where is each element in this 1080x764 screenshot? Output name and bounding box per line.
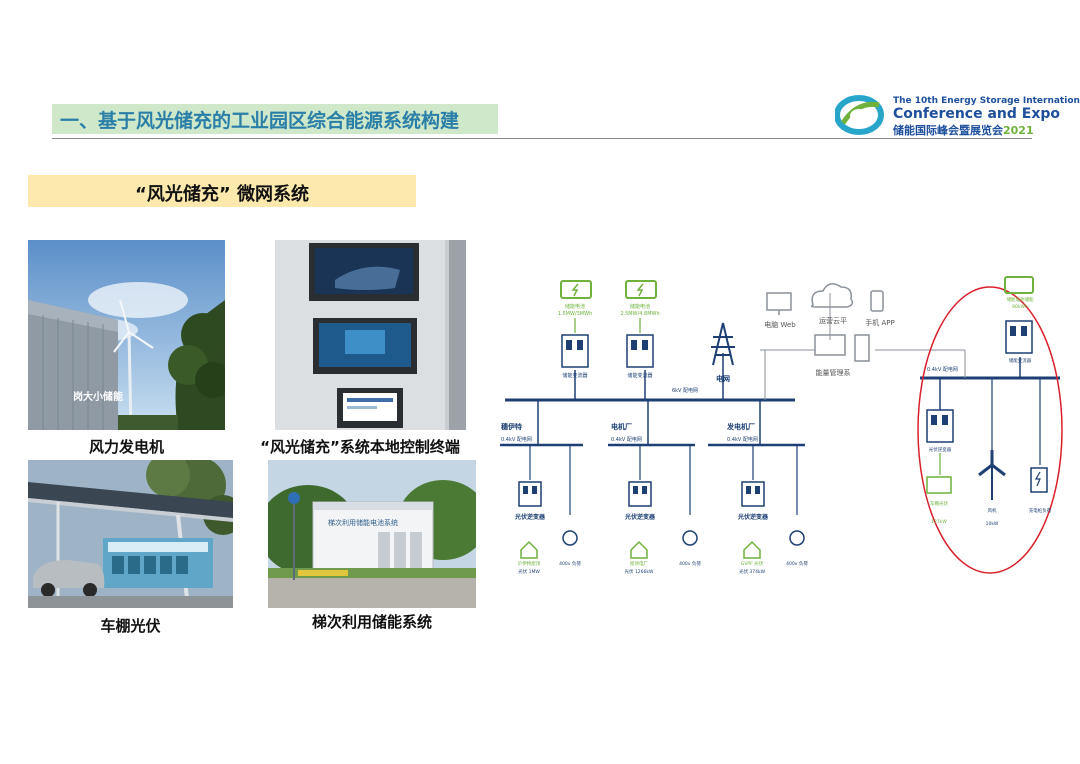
subtitle-bar [28,175,416,207]
caption-carport-pv: 车棚光伏 [100,617,161,635]
svg-text:400v 负荷: 400v 负荷 [786,560,808,567]
control-terminal-photo [275,240,466,430]
svg-text:0.4kV 配电网: 0.4kV 配电网 [501,436,532,443]
cloud-label: 运营云平 [819,316,847,325]
svg-text:光伏 1266kW: 光伏 1266kW [625,568,654,575]
web-label: 电脑 Web [764,320,796,329]
svg-text:光伏 1MW: 光伏 1MW [518,568,540,575]
logo-year: 2021 [1003,124,1034,137]
logo-cn-text: 储能国际峰会暨展览会 [893,124,1003,137]
svg-text:储能电池: 储能电池 [630,303,650,310]
svg-text:沪伊特屋顶: 沪伊特屋顶 [518,560,541,567]
plant-3: 发电机厂 0.4kV 配电网 光伏逆变器 GVPF 光伏 光伏 374kW 40… [726,422,808,575]
svg-text:屋顶电厂: 屋顶电厂 [630,560,648,567]
page-title: 一、基于风光储充的工业园区综合能源系统构建 [60,110,460,132]
phone-icon [870,290,884,312]
carport-pv-photo [28,460,233,608]
plant-2: 电机厂 0.4kV 配电网 光伏逆变器 屋顶电厂 光伏 1266kW 400v … [611,422,701,575]
svg-text:车棚光伏: 车棚光伏 [930,500,948,507]
svg-text:光伏逆变器: 光伏逆变器 [737,513,769,521]
charger-icon: 充电桩负荷 [1029,467,1052,514]
svg-text:储能变流器: 储能变流器 [562,372,587,379]
svg-text:127kW: 127kW [931,519,947,525]
logo-line-3: 储能国际峰会暨展览会2021 [893,122,1034,138]
conference-logo-icon [835,95,884,135]
storage-battery-2: 储能电池 2.5MW/4.8MWh 储能变流器 [620,280,660,379]
container-sign: 岗大小储能 [73,390,123,403]
svg-text:储能变流器: 储能变流器 [1009,357,1032,364]
svg-text:穗伊特: 穗伊特 [501,422,522,431]
svg-text:充电桩负荷: 充电桩负荷 [1029,507,1052,514]
svg-text:2.5MW/4.8MWh: 2.5MW/4.8MWh [620,311,659,317]
cloud-icon [810,283,854,308]
caption-wind-turbine: 风力发电机 [88,438,164,456]
svg-text:风机: 风机 [988,507,997,514]
svg-text:400v 负荷: 400v 负荷 [559,560,581,567]
micro-pv-inverter: 光伏逆变器 车棚光伏 127kW [926,409,954,525]
title-bar [52,104,498,134]
caption-cascade-storage: 梯次利用储能系统 [311,613,432,631]
svg-text:光伏逆变器: 光伏逆变器 [514,513,546,521]
svg-text:GVPF 光伏: GVPF 光伏 [741,560,764,567]
grid-tower-icon [711,322,735,366]
micro-wind-turbine-icon: 风机 10kW [978,450,1006,527]
svg-text:光伏 374kW: 光伏 374kW [739,568,766,575]
wind-turbine-photo: 岗大小储能 [28,240,225,430]
svg-text:光伏逆变器: 光伏逆变器 [624,513,656,521]
svg-text:1.5MW/3MWh: 1.5MW/3MWh [558,311,593,317]
grid-label: 电网 [716,374,730,383]
svg-text:0.4kV 配电网: 0.4kV 配电网 [727,436,758,443]
cascade-storage-photo: 梯次利用储能电池系统 [268,460,476,608]
svg-text:储能变流器: 储能变流器 [627,372,652,379]
ems-computer-icon [814,334,870,362]
section-subtitle: “风光储充” 微网系统 [135,184,309,205]
app-label: 手机 APP [865,318,894,327]
ems-label: 能量管理系 [816,368,851,377]
svg-text:储能电池: 储能电池 [565,303,585,310]
svg-text:80kWh: 80kWh [1012,304,1028,310]
svg-text:0.4kV 配电网: 0.4kV 配电网 [611,436,642,443]
svg-text:发电机厂: 发电机厂 [726,422,755,431]
logo-line-1: The 10th Energy Storage International [893,96,1080,106]
computer-icon [766,292,792,315]
storage-battery-1: 储能电池 1.5MW/3MWh 储能变流器 [558,280,593,379]
micro-storage: 储能电池储能 80kWh 储能变流器 [1004,276,1034,364]
main-bus-label: 6kV 配电网 [672,387,698,394]
header-divider [52,138,1032,139]
svg-text:400v 负荷: 400v 负荷 [679,560,701,567]
svg-text:储能电池储能: 储能电池储能 [1007,296,1034,303]
storage-sign: 梯次利用储能电池系统 [328,518,398,527]
plant-1: 穗伊特 0.4kV 配电网 光伏逆变器 沪伊特屋顶 光伏 1MW 400v 负荷 [501,422,581,575]
svg-text:电机厂: 电机厂 [611,422,632,431]
caption-control-terminal: “风光储充”系统本地控制终端 [260,438,460,456]
svg-text:10kW: 10kW [986,521,999,527]
logo-line-2: Conference and Expo [893,106,1061,122]
microgrid-highlight [917,286,1063,574]
system-diagram: 储能电池 1.5MW/3MWh 储能变流器 储能电池 2.5MW/4.8MWh … [500,276,1063,575]
svg-text:光伏逆变器: 光伏逆变器 [929,446,952,453]
micro-bus-label: 0.4kV 配电网 [927,366,958,373]
